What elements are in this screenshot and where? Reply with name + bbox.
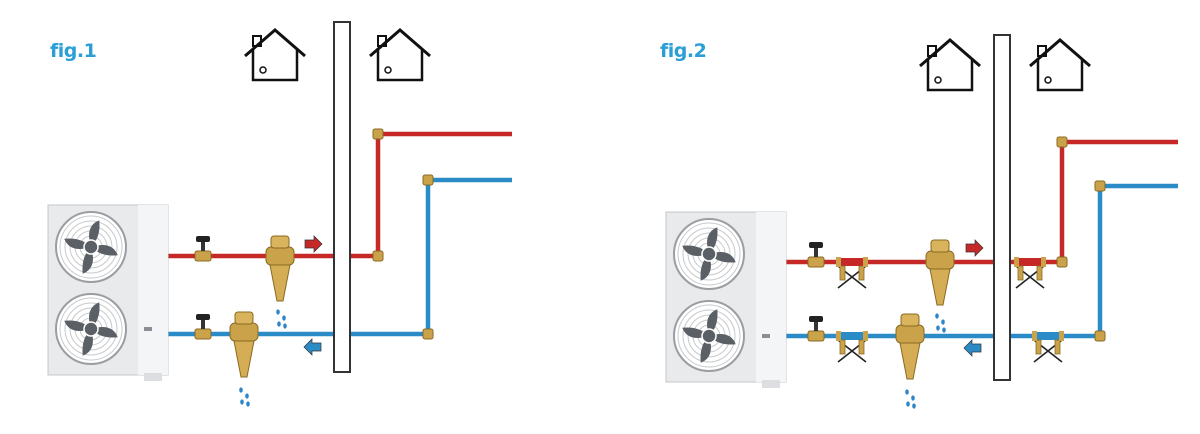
drain-valve-icon — [895, 313, 925, 380]
figure-2-diagram — [665, 34, 1178, 409]
water-drop-icon — [276, 309, 287, 329]
outdoor-unit-icon — [665, 211, 787, 388]
cold-return-pipe — [778, 183, 1178, 339]
pipe-elbow — [1056, 136, 1068, 148]
house-icon — [244, 28, 306, 82]
pipe-elbow — [372, 128, 384, 140]
fan-icon — [55, 293, 127, 365]
figure-1-label: fig.1 — [50, 40, 97, 62]
anti-freeze-valve-icon — [1014, 257, 1046, 289]
pipe-elbow — [1094, 330, 1106, 342]
anti-freeze-valve-icon — [1032, 331, 1064, 363]
drain-valve-icon — [229, 311, 259, 378]
figure-2-label: fig.2 — [660, 40, 707, 62]
cold-return-pipe — [165, 177, 512, 337]
wall — [333, 21, 351, 373]
house-icon — [369, 28, 431, 82]
hot-supply-pipe — [778, 139, 1178, 265]
water-drop-icon — [935, 313, 946, 333]
flow-arrow-icon — [303, 338, 322, 356]
pipe-elbow — [1094, 180, 1106, 192]
wall — [993, 34, 1011, 381]
drain-valve-icon — [265, 235, 295, 302]
anti-freeze-valve-icon — [836, 331, 868, 363]
pipe-elbow — [422, 174, 434, 186]
shutoff-valve-icon — [807, 242, 825, 268]
water-drop-icon — [905, 389, 916, 409]
water-drop-icon — [239, 387, 250, 407]
figure-2-panel: fig.2 — [600, 0, 1200, 434]
shutoff-valve-icon — [194, 314, 212, 340]
fan-icon — [55, 211, 127, 283]
pipe-elbow — [372, 250, 384, 262]
outdoor-unit-icon — [47, 204, 169, 381]
pipe-elbow — [422, 328, 434, 340]
shutoff-valve-icon — [194, 236, 212, 262]
figure-1-panel: fig.1 — [47, 21, 512, 407]
flow-arrow-icon — [963, 339, 982, 357]
fan-icon — [673, 218, 745, 290]
fan-icon — [673, 300, 745, 372]
anti-freeze-valve-icon — [836, 257, 868, 289]
shutoff-valve-icon — [807, 316, 825, 342]
flow-arrow-icon — [965, 239, 984, 257]
figure-1-diagram — [47, 21, 512, 407]
flow-arrow-icon — [304, 235, 323, 253]
pipe-elbow — [1056, 256, 1068, 268]
house-icon — [1029, 38, 1091, 92]
drain-valve-icon — [925, 239, 955, 306]
house-icon — [919, 38, 981, 92]
